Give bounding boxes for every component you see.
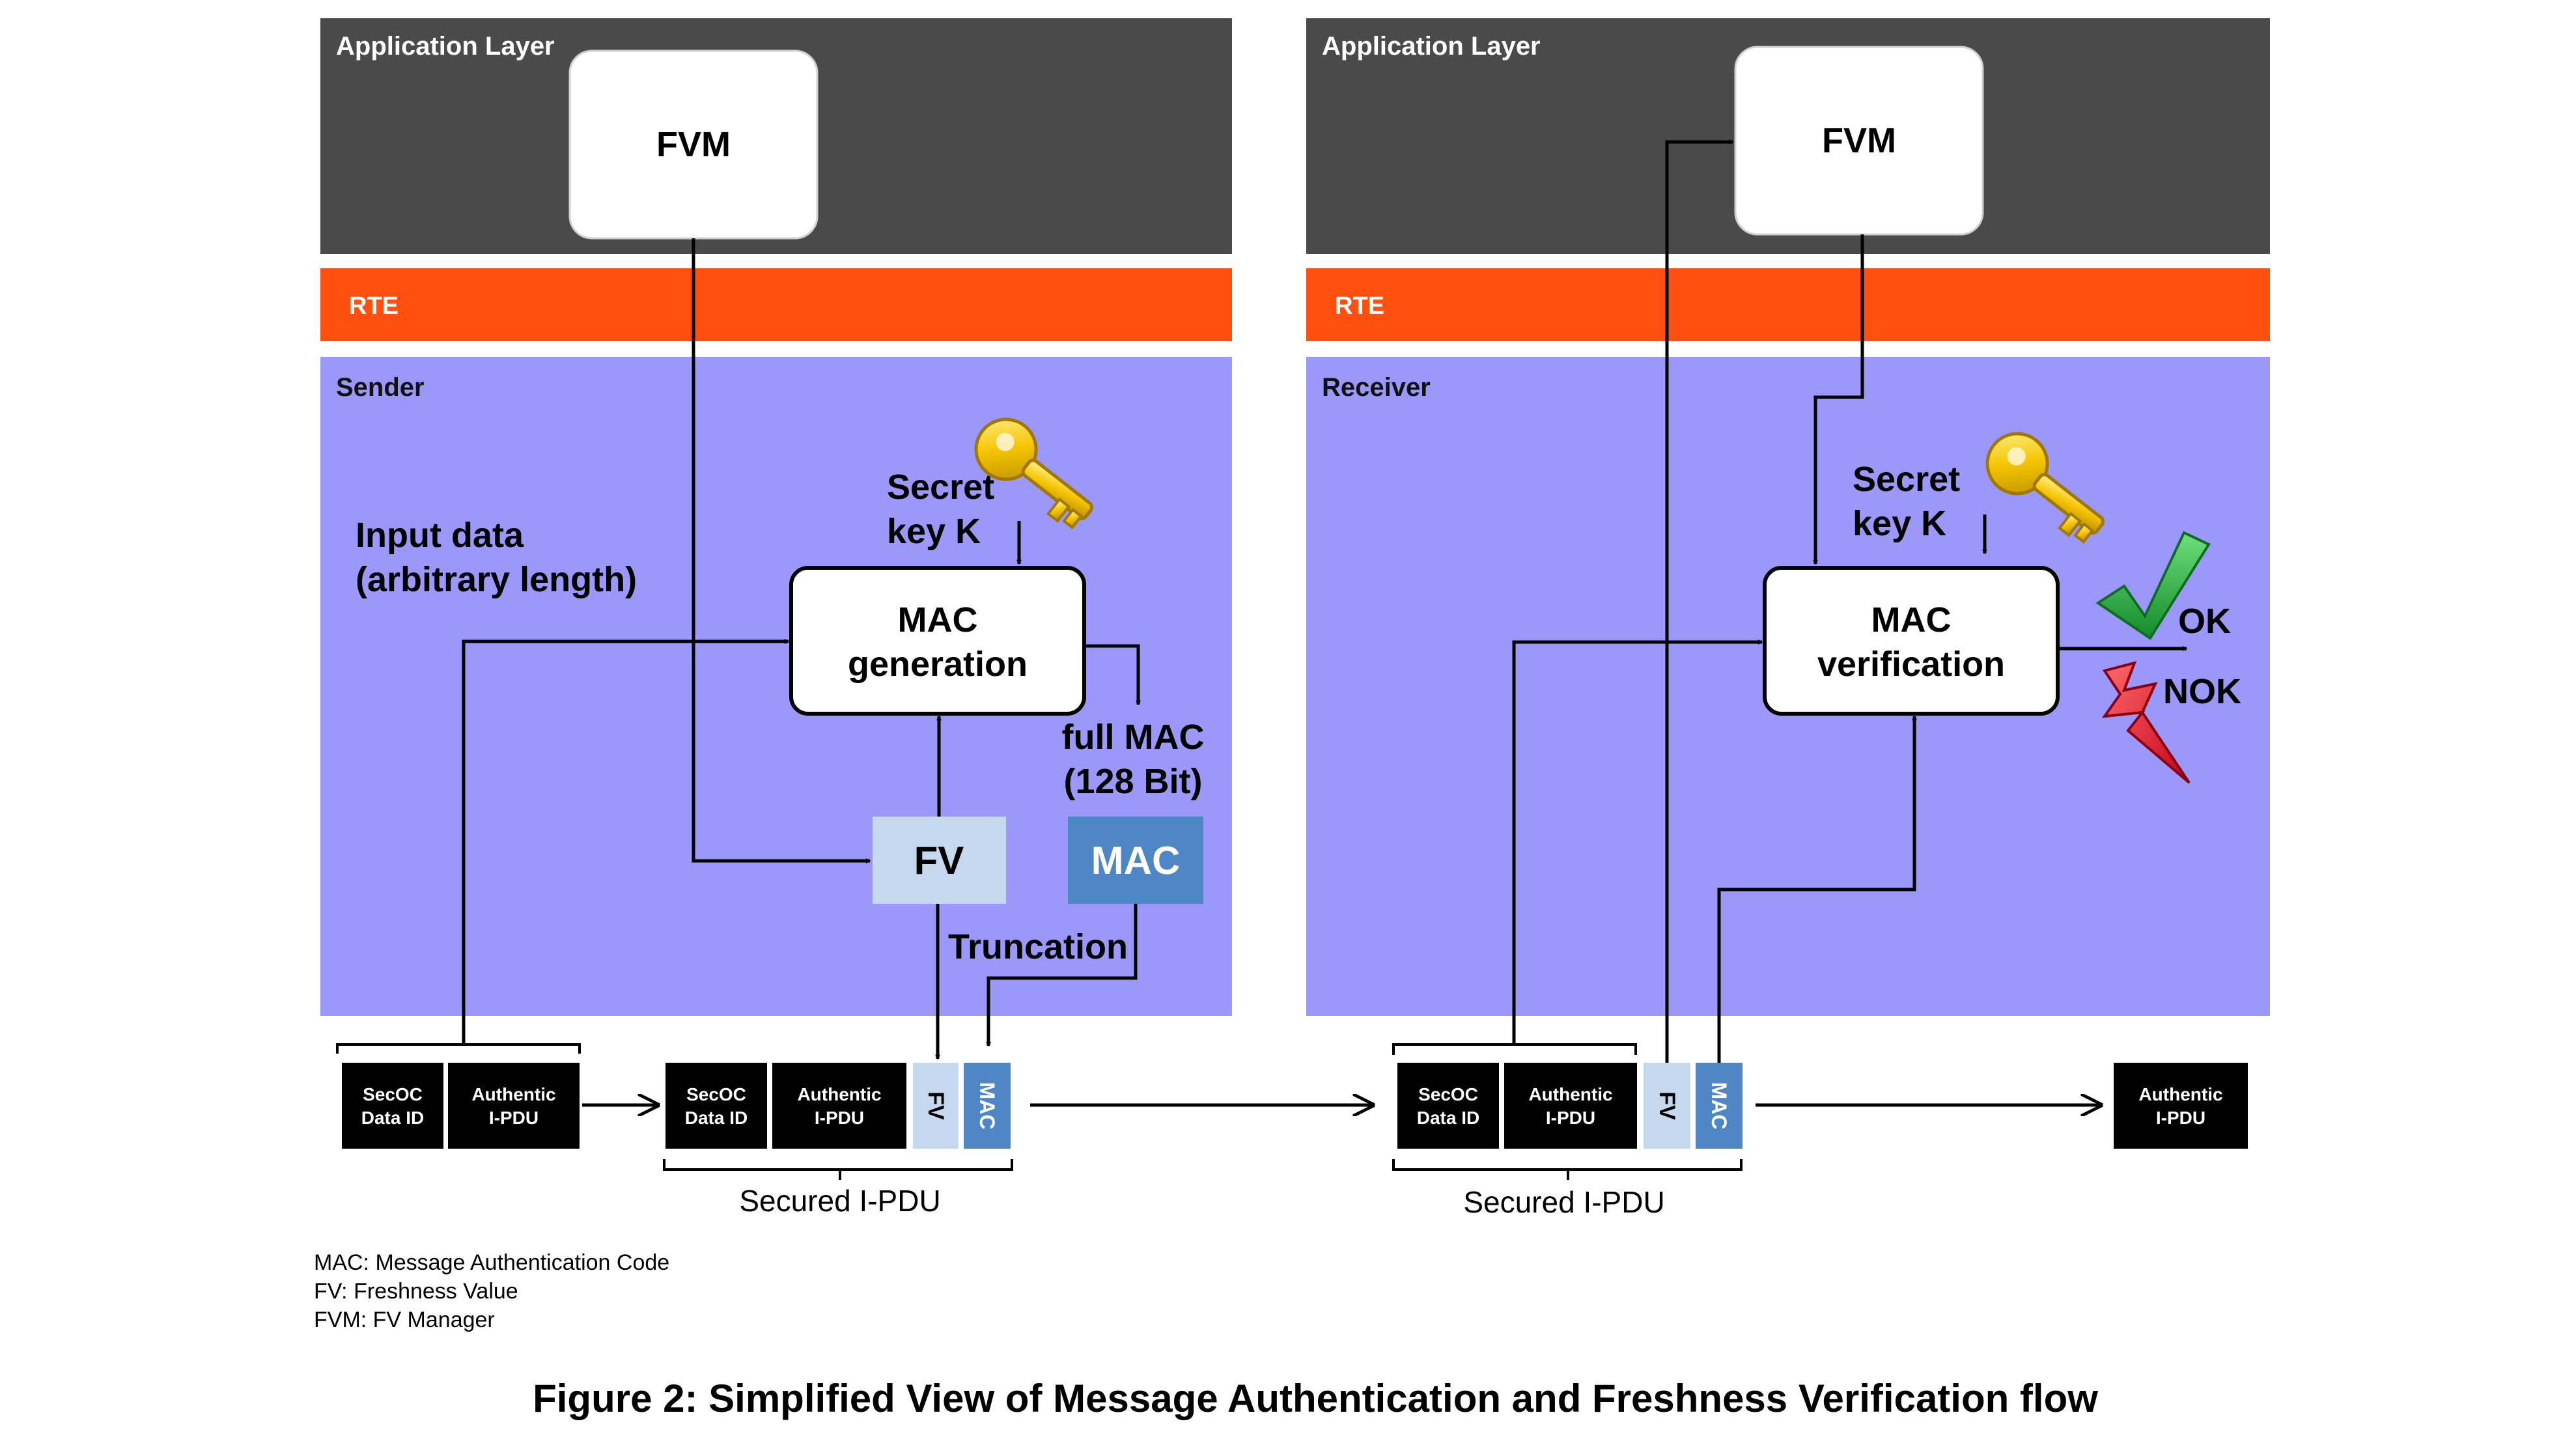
truncation-label: Truncation: [948, 927, 1128, 966]
svg-text:Authentic: Authentic: [2138, 1084, 2222, 1104]
sender-fv-label: FV: [914, 839, 964, 882]
input-length-label: (arbitrary length): [356, 560, 637, 599]
legend-fv: FV: Freshness Value: [314, 1279, 518, 1304]
sender-mac-box: [1068, 817, 1203, 904]
receiver-rte-bar: [1306, 268, 2270, 341]
sender-pdu-fv-box: FV: [913, 1063, 959, 1149]
receiver-rte-label: RTE: [1335, 292, 1384, 320]
truncation-to-pdu-arrow: [988, 904, 1138, 1046]
svg-text:SecOC: SecOC: [686, 1084, 746, 1104]
receiver-secoc-data-id-box: SecOC Data ID: [1397, 1063, 1499, 1149]
mac-verification-label-1: MAC: [1871, 600, 1952, 639]
output-authentic-ipdu-box: Authentic I-PDU: [2114, 1063, 2248, 1149]
sender-secured-pdu-label: Secured I-PDU: [739, 1184, 940, 1218]
sender-pdu-mac-box: MAC: [964, 1063, 1011, 1149]
full-mac-label: full MAC: [1062, 718, 1205, 757]
svg-text:Data ID: Data ID: [1417, 1108, 1479, 1128]
svg-text:MAC: MAC: [975, 1082, 999, 1130]
full-mac-bits-label: (128 Bit): [1063, 762, 1202, 801]
input-pdu-bracket: [336, 1043, 581, 1054]
sender-authentic-ipdu-box: Authentic I-PDU: [772, 1063, 906, 1149]
receiver-key-icon: [1985, 432, 2105, 544]
svg-text:FV: FV: [923, 1091, 948, 1120]
receiver-secret-label: Secret: [1853, 460, 1960, 499]
svg-text:Data ID: Data ID: [685, 1108, 748, 1128]
receiver-secured-pdu-bracket: [1392, 1159, 1743, 1171]
pdu-to-mac-verification-arrow: [1512, 642, 1762, 1020]
mac-to-verification-arrow: [1717, 716, 1914, 1068]
sender-secured-pdu-bracket: [663, 1159, 1013, 1171]
receiver-key-label: key K: [1853, 504, 1946, 543]
input-data-label: Input data: [356, 516, 524, 555]
svg-text:SecOC: SecOC: [363, 1084, 423, 1104]
input-secoc-data-id-box: SecOC Data ID: [342, 1063, 443, 1149]
sender-rte-label: RTE: [349, 292, 399, 320]
sender-app-layer-label: Application Layer: [336, 32, 555, 61]
svg-text:Data ID: Data ID: [361, 1108, 424, 1128]
input-authentic-ipdu-box: Authentic I-PDU: [448, 1063, 580, 1149]
legend-mac: MAC: Message Authentication Code: [314, 1250, 669, 1275]
mac-verification-label-2: verification: [1817, 645, 2005, 684]
sender-panel: Application Layer RTE Sender FVM Input d…: [320, 18, 1232, 1059]
svg-text:MAC: MAC: [1707, 1082, 1731, 1130]
sender-secret-label: Secret: [887, 468, 994, 507]
receiver-zone-label: Receiver: [1322, 373, 1431, 402]
sender-fv-box: [873, 817, 1006, 904]
ok-label: OK: [2178, 602, 2231, 641]
sender-fvm-label: FVM: [656, 125, 731, 164]
receiver-secured-pdu-label: Secured I-PDU: [1463, 1185, 1664, 1219]
legend: MAC: Message Authentication Code FV: Fre…: [314, 1250, 669, 1332]
receiver-pdu-mac-box: MAC: [1696, 1063, 1743, 1149]
pdu-row: SecOC Data ID Authentic I-PDU SecOC Data…: [336, 1020, 2248, 1219]
sender-rte-bar: [320, 268, 1232, 341]
input-to-mac-arrow: [462, 641, 789, 1022]
svg-text:FV: FV: [1655, 1091, 1679, 1120]
receiver-pdu-fv-box: FV: [1644, 1063, 1690, 1149]
svg-text:I-PDU: I-PDU: [815, 1108, 864, 1128]
legend-fvm: FVM: FV Manager: [314, 1308, 495, 1332]
mac-verification-box: [1763, 566, 2060, 716]
receiver-app-layer-label: Application Layer: [1322, 32, 1541, 61]
receiver-fvm-to-mac-arrow: [1815, 234, 1864, 564]
svg-text:Authentic: Authentic: [1528, 1084, 1612, 1104]
receiver-fvm-label: FVM: [1822, 121, 1896, 160]
receiver-header-bracket: [1392, 1043, 1637, 1055]
svg-text:I-PDU: I-PDU: [1546, 1108, 1595, 1128]
sender-mac-label: MAC: [1091, 839, 1181, 882]
receiver-fvm-box: [1734, 46, 1984, 236]
svg-text:I-PDU: I-PDU: [2156, 1108, 2205, 1128]
svg-text:SecOC: SecOC: [1418, 1084, 1478, 1104]
mac-generation-label-1: MAC: [898, 600, 978, 639]
lightning-icon: [2101, 661, 2191, 784]
sender-secoc-data-id-box: SecOC Data ID: [665, 1063, 767, 1149]
mac-generation-box: [789, 566, 1086, 716]
receiver-panel: Application Layer RTE Receiver FVM Secre…: [1306, 18, 2270, 1068]
nok-label: NOK: [2163, 672, 2241, 711]
check-icon: [2095, 531, 2211, 640]
svg-text:Authentic: Authentic: [797, 1084, 881, 1104]
svg-text:Authentic: Authentic: [471, 1084, 555, 1104]
sender-zone: [320, 357, 1232, 1016]
mac-to-full-mac-arrow: [1084, 644, 1138, 705]
receiver-authentic-ipdu-box: Authentic I-PDU: [1504, 1063, 1637, 1149]
sender-key-icon: [974, 417, 1093, 529]
figure-caption: Figure 2: Simplified View of Message Aut…: [533, 1377, 2098, 1420]
fvm-to-fv-arrow: [692, 238, 870, 861]
sender-zone-label: Sender: [336, 373, 425, 402]
svg-text:I-PDU: I-PDU: [489, 1108, 539, 1128]
fv-to-receiver-fvm-arrow: [1665, 142, 1733, 1068]
sender-key-label: key K: [887, 512, 981, 551]
mac-generation-label-2: generation: [848, 645, 1028, 684]
